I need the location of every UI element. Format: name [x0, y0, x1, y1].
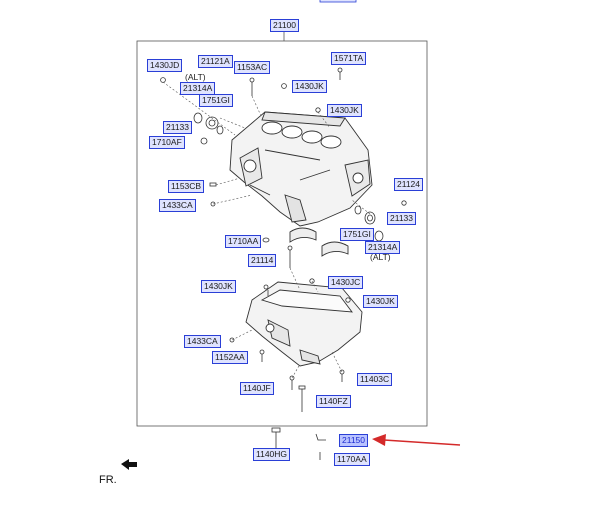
part-label-1140fz[interactable]: 1140FZ [316, 395, 351, 408]
part-label-1710af[interactable]: 1710AF [149, 136, 185, 149]
part-label-1153ac[interactable]: 1153AC [234, 61, 271, 74]
crankcase-lower [245, 281, 363, 367]
part-label-1433ca-lower[interactable]: 1433CA [184, 335, 221, 348]
part-label-21124[interactable]: 21124 [394, 178, 424, 191]
front-arrow-icon [121, 459, 137, 470]
part-label-21133-left[interactable]: 21133 [163, 121, 193, 134]
bearing-caps [289, 227, 349, 257]
part-label-1430jk-lower-right[interactable]: 1430JK [363, 295, 398, 308]
part-label-11403c[interactable]: 11403C [357, 373, 393, 386]
alt-note-lower: (ALT) [370, 252, 391, 262]
part-label-1170aa[interactable]: 1170AA [334, 453, 370, 466]
part-label-1430jc[interactable]: 1430JC [328, 276, 364, 289]
part-label-21314a-upper[interactable]: 21314A [180, 82, 216, 95]
part-label-21121a[interactable]: 21121A [198, 55, 233, 68]
leader-lines [162, 81, 371, 379]
part-label-21133-right[interactable]: 21133 [387, 212, 417, 225]
callout-arrow [372, 434, 461, 446]
part-label-1430jk-right[interactable]: 1430JK [327, 104, 362, 117]
part-label-1152aa[interactable]: 1152AA [212, 351, 248, 364]
part-label-1153cb[interactable]: 1153CB [168, 180, 205, 193]
part-label-1751gi-lower[interactable]: 1751GI [340, 228, 374, 241]
part-label-1751gi-upper[interactable]: 1751GI [199, 94, 233, 107]
part-label-21314a-lower[interactable]: 21314A [365, 241, 401, 254]
part-label-1710aa[interactable]: 1710AA [225, 235, 262, 248]
alt-note-upper: (ALT) [185, 72, 206, 82]
cropped-label-box [319, 0, 357, 3]
part-label-1430jk-upper[interactable]: 1430JK [292, 80, 327, 93]
part-label-1430jk-lower-left[interactable]: 1430JK [201, 280, 236, 293]
part-label-1140jf[interactable]: 1140JF [240, 382, 274, 395]
part-label-1433ca-upper[interactable]: 1433CA [159, 199, 196, 212]
assembly-frame [136, 40, 428, 427]
part-label-1140hg[interactable]: 1140HG [253, 448, 291, 461]
part-label-21114[interactable]: 21114 [248, 254, 277, 267]
front-direction-label: FR. [99, 474, 117, 486]
cylinder-block-upper [229, 111, 373, 227]
part-label-1430jd[interactable]: 1430JD [147, 59, 183, 72]
part-label-21150-highlighted[interactable]: 21150 [339, 434, 369, 447]
part-label-21100[interactable]: 21100 [270, 19, 300, 32]
part-label-1571ta[interactable]: 1571TA [331, 52, 367, 65]
